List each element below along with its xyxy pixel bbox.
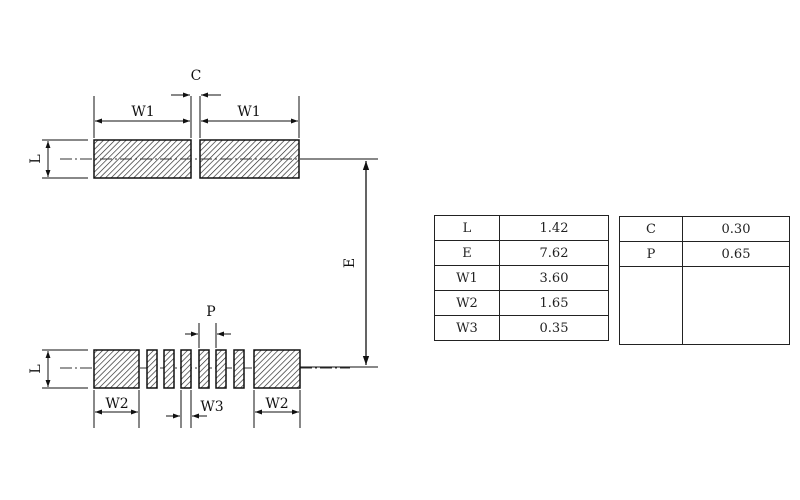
w1-right-label: W1 [237,104,260,120]
dimension-label: W2 [434,290,500,316]
dimension-label: L [434,215,500,241]
table-row: C 0.30 [619,216,790,242]
w2-left-label: W2 [105,396,128,412]
p-label: P [206,304,215,320]
bottom-pad-left [93,349,140,389]
bottom-pin-2 [163,349,175,389]
table-row: L 1.42 [434,215,609,241]
bottom-pad-right [253,349,301,389]
table-row: W1 3.60 [434,265,609,291]
e-label: E [342,258,358,268]
table-row: E 7.62 [434,240,609,266]
bottom-l-label: L [28,364,44,373]
dimension-label: W1 [434,265,500,291]
bottom-l-extension-lines [42,349,88,389]
dimension-value: 0.65 [682,241,790,267]
table-row: W3 0.35 [434,315,609,341]
table-row: W2 1.65 [434,290,609,316]
table-row-empty [619,266,790,345]
empty-cell [682,266,790,345]
empty-cell [619,266,683,345]
dimension-value: 0.30 [682,216,790,242]
dimension-value: 1.65 [499,290,609,316]
bottom-pin-5 [215,349,227,389]
bottom-pin-4 [198,349,210,389]
p-extension-lines [198,323,217,348]
dimension-table-right: C 0.30 P 0.65 [619,216,790,345]
top-l-extension-lines [42,139,88,179]
dimension-label: P [619,241,683,267]
w2-right-label: W2 [265,396,288,412]
top-extension-lines [93,96,300,138]
e-extension-lines [300,158,378,368]
dimension-label: C [619,216,683,242]
w3-label: W3 [200,399,223,415]
dimension-value: 3.60 [499,265,609,291]
dimension-value: 0.35 [499,315,609,341]
bottom-pin-6 [233,349,245,389]
dimension-value: 1.42 [499,215,609,241]
w1-left-label: W1 [131,104,154,120]
dimension-label: E [434,240,500,266]
table-row: P 0.65 [619,241,790,267]
dimension-label: W3 [434,315,500,341]
bottom-extension-lines [93,390,301,428]
top-l-label: L [28,154,44,163]
dimension-table-left: L 1.42 E 7.62 W1 3.60 W2 1.65 W3 0.35 [434,215,609,341]
c-label: C [191,68,202,84]
bottom-pin-3 [180,349,192,389]
dimension-value: 7.62 [499,240,609,266]
bottom-pin-1 [146,349,158,389]
